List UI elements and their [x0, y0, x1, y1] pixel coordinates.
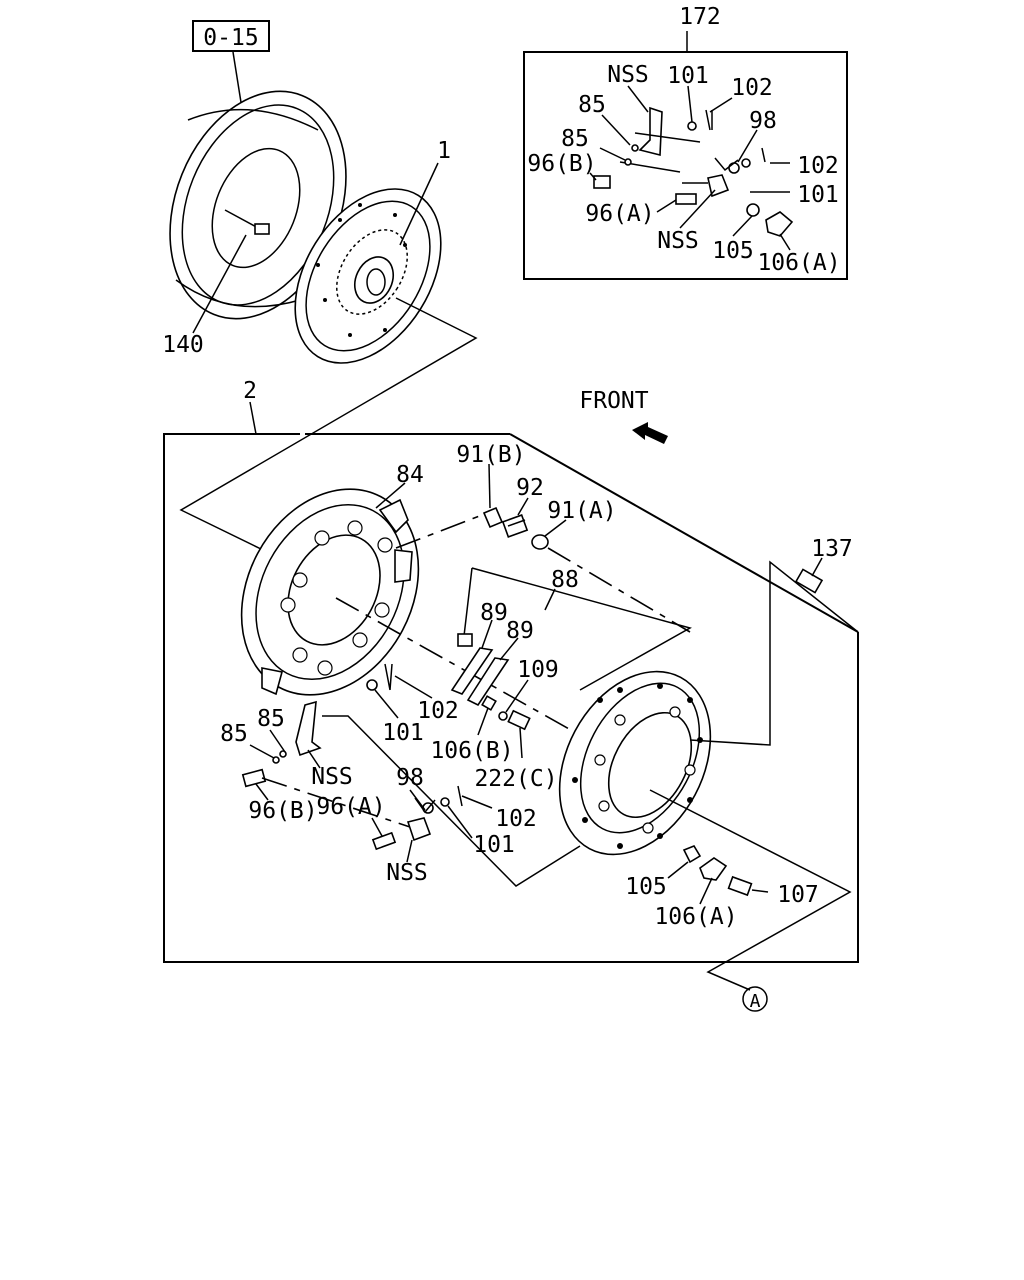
leader-106b: [477, 707, 489, 736]
axis-line-spring: [395, 511, 491, 549]
leader-107: [751, 889, 769, 893]
disc-connection-line: [179, 297, 478, 551]
label-105: 105: [625, 874, 667, 900]
label-106b: 106(B): [430, 738, 513, 764]
connection-137: [689, 560, 859, 746]
leader-101b: [447, 805, 473, 839]
leader-nss: [307, 749, 321, 769]
label-102b: 102: [495, 806, 537, 832]
label-107: 107: [777, 882, 819, 908]
leader-140: [192, 234, 247, 334]
label-1: 1: [437, 138, 451, 164]
leader-91b: [488, 463, 491, 509]
bolt-137: [794, 568, 824, 594]
leader-98: [409, 789, 426, 811]
label-85b: 85: [257, 706, 285, 732]
label-91a: 91(A): [547, 498, 616, 524]
label-96a: 96(A): [316, 794, 385, 820]
svg-text:172: 172: [679, 4, 721, 30]
label-222c: 222(C): [474, 766, 557, 792]
pin-group-cover: [366, 663, 393, 691]
lever-left: [241, 700, 581, 887]
straps-89: [450, 647, 510, 707]
leader-1: [399, 162, 439, 246]
svg-text:NSS: NSS: [607, 62, 649, 88]
leader-101: [374, 689, 399, 719]
label-92: 92: [516, 475, 544, 501]
svg-text:102: 102: [797, 153, 839, 179]
leader-102: [394, 675, 433, 699]
leader-84: [375, 482, 406, 509]
label-140: 140: [162, 332, 204, 358]
ref-box-0-15[interactable]: 0-15: [192, 20, 270, 52]
label-84: 84: [396, 462, 424, 488]
svg-text:96(A): 96(A): [585, 201, 654, 227]
front-indicator: FRONT: [579, 388, 668, 444]
pressure-plate: [558, 670, 712, 856]
label-106a: 106(A): [654, 904, 737, 930]
leader-102b: [461, 795, 493, 809]
pressure-plate-cover: [240, 488, 420, 696]
svg-text:101: 101: [797, 182, 839, 208]
label-102: 102: [417, 698, 459, 724]
svg-text:96(B): 96(B): [527, 151, 596, 177]
leader-nss2: [406, 839, 413, 863]
svg-text:101: 101: [667, 63, 709, 89]
leader-91a: [544, 519, 567, 537]
label-88: 88: [551, 567, 579, 593]
leader-106a: [699, 877, 713, 905]
svg-text:FRONT: FRONT: [579, 388, 648, 414]
leader-92: [517, 497, 529, 516]
leader-105: [667, 861, 689, 879]
label-101: 101: [382, 720, 424, 746]
connection-A: [649, 789, 852, 991]
assembly-box-2: 2: [163, 378, 859, 963]
axis-line-spring2: [547, 547, 691, 633]
leader-222c: [519, 727, 523, 759]
label-89a: 89: [480, 600, 508, 626]
leader-89a: [481, 619, 493, 649]
svg-text:2: 2: [243, 378, 257, 404]
svg-text:A: A: [750, 991, 761, 1012]
leader-109: [505, 679, 529, 713]
svg-text:85: 85: [561, 126, 589, 152]
svg-text:85: 85: [578, 92, 606, 118]
label-98: 98: [396, 765, 424, 791]
svg-text:98: 98: [749, 108, 777, 134]
nut-bracket-group: [682, 845, 753, 897]
bolt-small: [457, 633, 473, 647]
leader-85b: [269, 729, 286, 753]
svg-text:NSS: NSS: [657, 228, 699, 254]
svg-text:106(A): 106(A): [757, 250, 840, 276]
svg-text:0-15: 0-15: [203, 25, 258, 51]
washer-bolt-group: [481, 695, 531, 731]
label-137: 137: [811, 536, 853, 562]
label-109: 109: [517, 657, 559, 683]
label-nss2: NSS: [386, 860, 428, 886]
clutch-disc: [294, 188, 442, 364]
bracket-88: [463, 567, 692, 691]
inset-172: 172 NSS 101 102 85: [523, 4, 848, 280]
leader-88: [544, 588, 556, 611]
lower-pin-group: [371, 785, 463, 851]
leader-137: [811, 557, 823, 577]
label-101b: 101: [473, 832, 515, 858]
ref-circle-A: A: [742, 986, 768, 1012]
svg-text:102: 102: [731, 75, 773, 101]
leader-85a: [249, 744, 275, 759]
leader-96b: [255, 783, 269, 801]
spring-parts: [482, 506, 549, 550]
label-89b: 89: [506, 618, 534, 644]
label-nss: NSS: [311, 764, 353, 790]
leader-89b: [499, 637, 519, 661]
label-96b: 96(B): [248, 798, 317, 824]
leader-96a: [371, 817, 383, 837]
label-91b: 91(B): [456, 442, 525, 468]
svg-text:105: 105: [712, 238, 754, 264]
label-85a: 85: [220, 721, 248, 747]
